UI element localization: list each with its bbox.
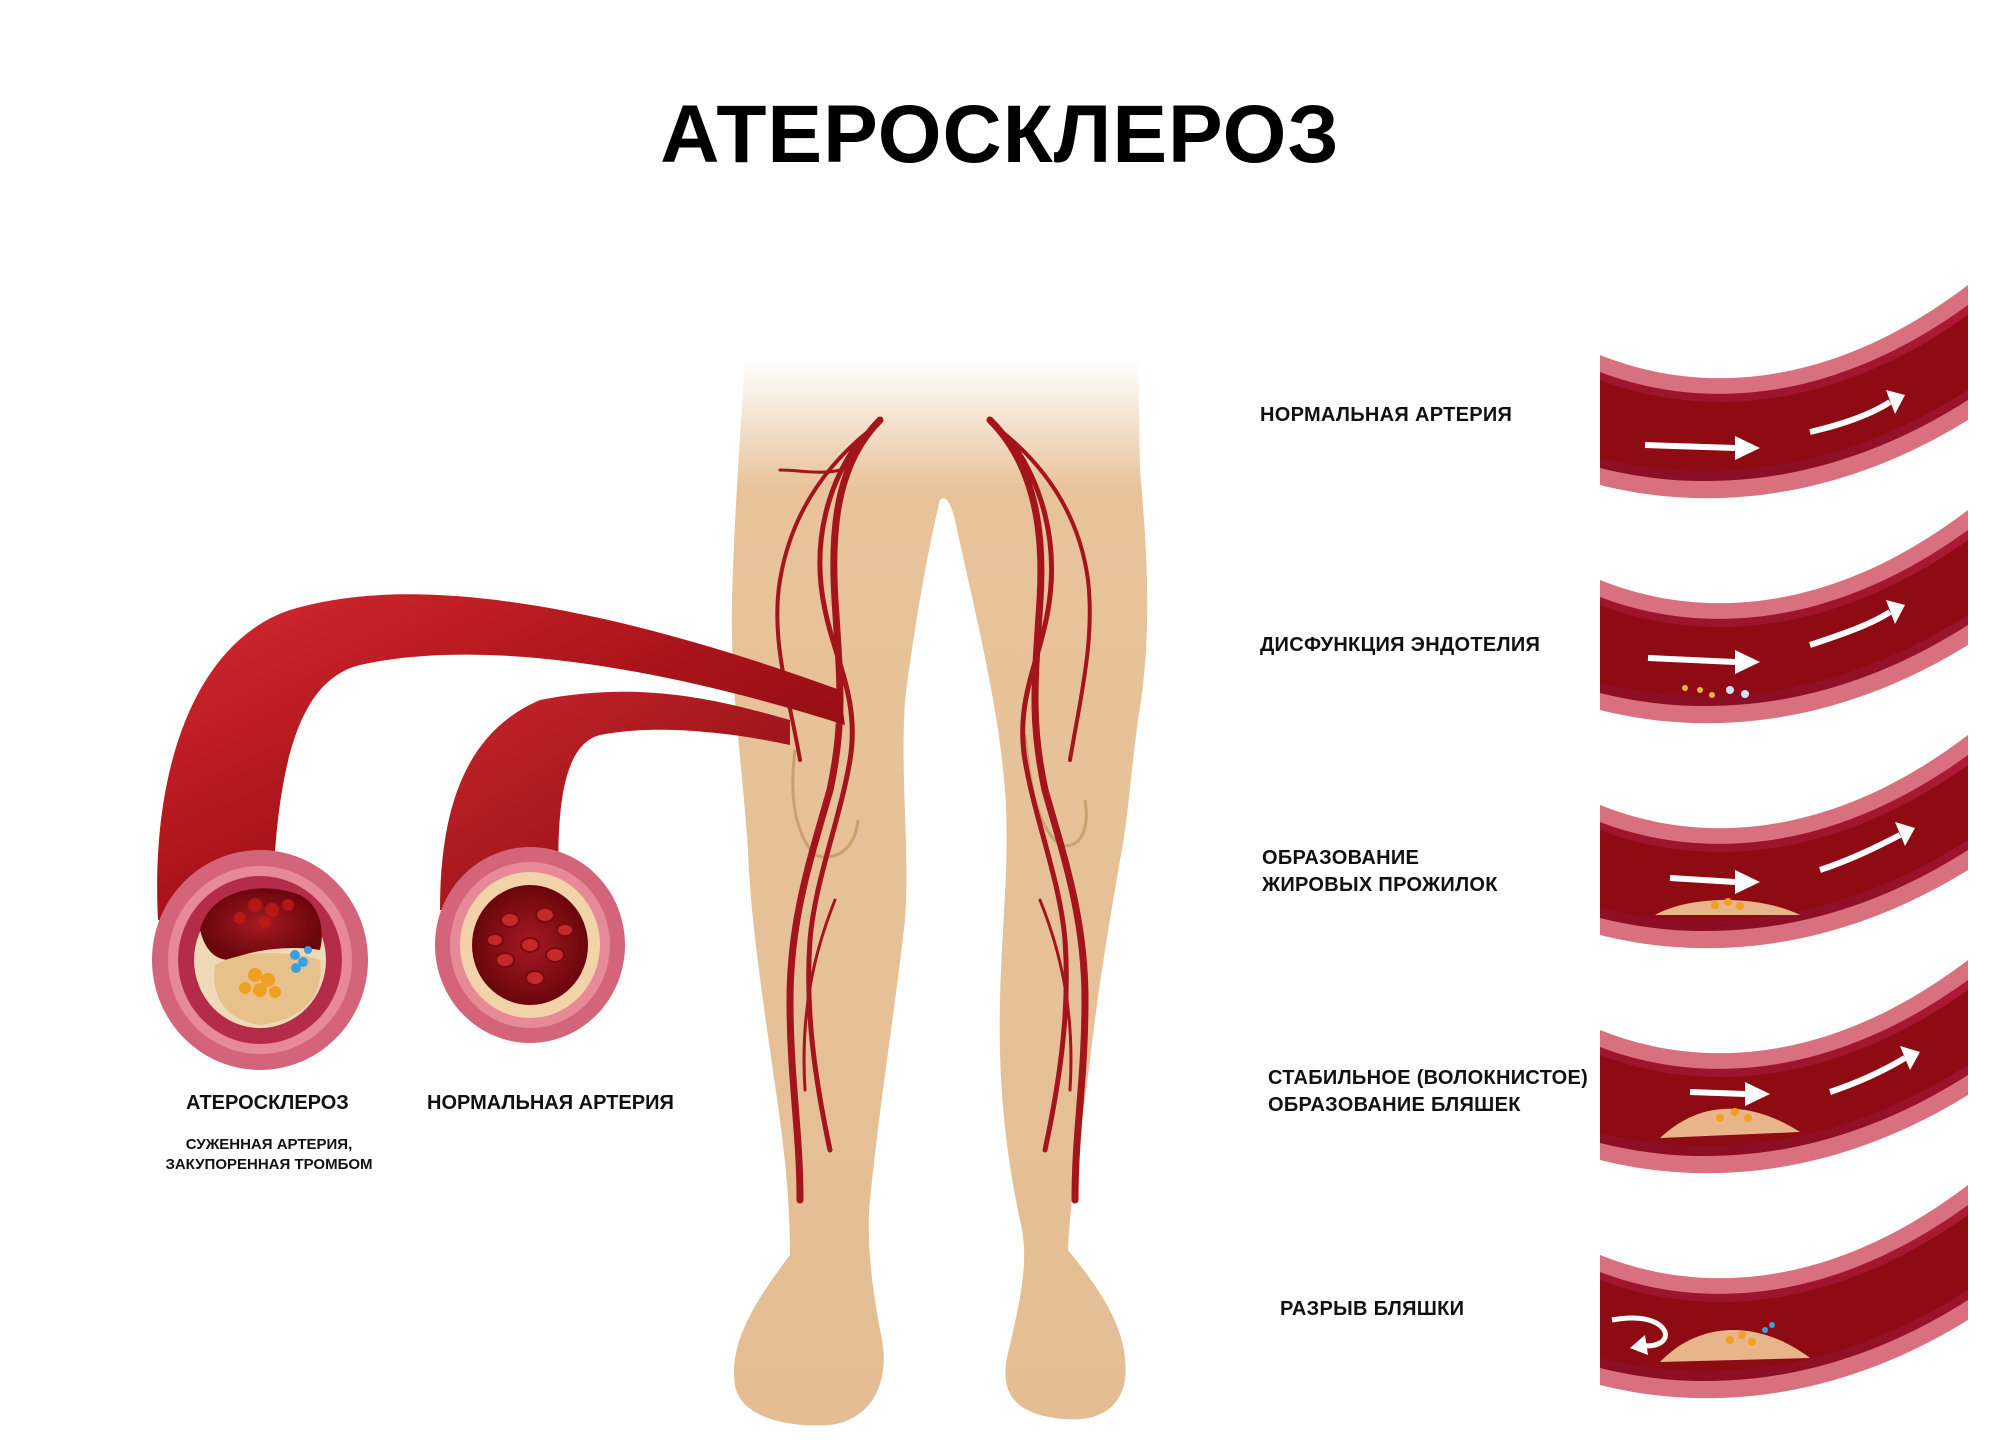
stage-label-1: НОРМАЛЬНАЯ АРТЕРИЯ <box>1260 404 1513 426</box>
stage-label-4: СТАБИЛЬНОЕ (ВОЛОКНИСТОЕ) ОБРАЗОВАНИЕ БЛЯ… <box>1268 1067 1589 1116</box>
stage-panel-5 <box>1600 1185 1968 1399</box>
legs-silhouette <box>731 360 1148 1426</box>
diseased-cross-section <box>152 850 368 1070</box>
stage-label-5: РАЗРЫВ БЛЯШКИ <box>1280 1298 1465 1320</box>
page-title: АТЕРОСКЛЕРОЗ <box>660 89 1340 180</box>
diseased-artery-tube <box>157 594 846 920</box>
normal-artery-label: НОРМАЛЬНАЯ АРТЕРИЯ <box>427 1092 674 1114</box>
diseased-artery-sublabel: СУЖЕННАЯ АРТЕРИЯ, ЗАКУПОРЕННАЯ ТРОМБОМ <box>165 1136 373 1174</box>
stage-label-3: ОБРАЗОВАНИЕ ЖИРОВЫХ ПРОЖИЛОК <box>1262 847 1498 896</box>
stage-panel-3 <box>1600 735 1968 949</box>
normal-cross-section <box>435 847 625 1043</box>
stage-panel-1 <box>1600 285 1968 499</box>
stage-label-2: ДИСФУНКЦИЯ ЭНДОТЕЛИЯ <box>1260 634 1541 656</box>
legs-figure <box>731 360 1148 1426</box>
stage-panel-4 <box>1600 960 1968 1174</box>
diseased-artery-label: АТЕРОСКЛЕРОЗ <box>186 1092 349 1114</box>
stage-panel-2 <box>1600 510 1968 724</box>
